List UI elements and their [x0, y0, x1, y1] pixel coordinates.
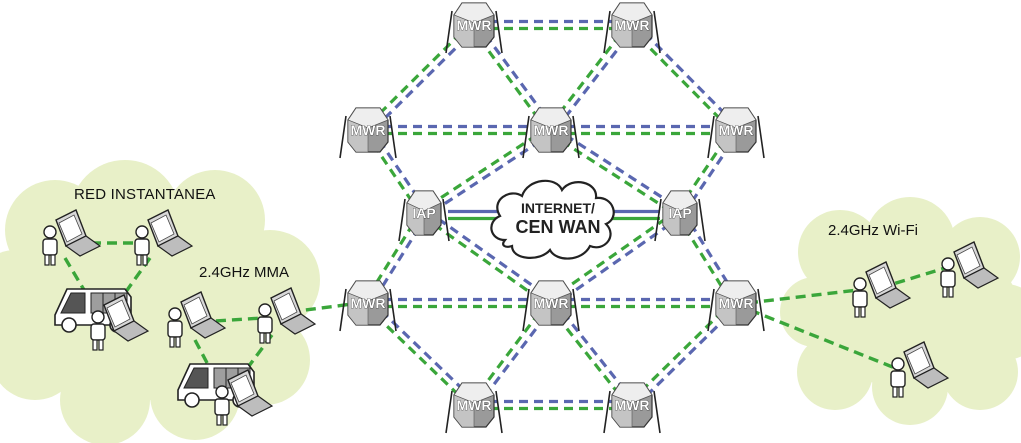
- mwr-router-icon: MWR: [339, 280, 397, 332]
- laptop-user-icon: [890, 341, 950, 398]
- cen-wan-label: CEN WAN: [515, 217, 601, 237]
- mesh-link-green: [421, 125, 550, 212]
- laptop-user-icon: [90, 294, 150, 351]
- laptop-user-icon: [167, 291, 227, 348]
- router-label: MWR: [457, 17, 492, 33]
- router-label: MWR: [615, 17, 650, 33]
- mesh-link-green: [628, 26, 735, 134]
- laptop-user-icon: [940, 241, 1000, 298]
- laptop-user-icon: [42, 209, 102, 266]
- mwr-router-icon: MWR: [522, 107, 580, 159]
- user-link: [289, 301, 361, 314]
- mesh-link-green: [421, 214, 550, 308]
- user-link: [749, 308, 896, 370]
- iap-router-icon: IAP: [654, 190, 706, 242]
- mesh-link-blue: [369, 299, 478, 404]
- mwr-router-icon: MWR: [445, 382, 503, 434]
- router-label: MWR: [534, 122, 569, 138]
- laptop-user-icon: [852, 261, 912, 318]
- mesh-link-green: [628, 299, 735, 404]
- router-label: MWR: [351, 295, 386, 311]
- user-link: [199, 316, 263, 324]
- laptop-user-icon: [257, 287, 317, 344]
- mesh-link-green: [548, 131, 679, 218]
- router-label: IAP: [668, 205, 691, 221]
- router-label: IAP: [412, 205, 435, 221]
- router-label: MWR: [457, 397, 492, 413]
- internet-cloud-icon: [490, 179, 615, 260]
- wifi-label: 2.4GHz Wi-Fi: [828, 222, 918, 239]
- mwr-router-icon: MWR: [603, 382, 661, 434]
- laptop-user-icon: [214, 369, 274, 426]
- mesh-link-blue: [369, 26, 478, 134]
- mesh-link-blue: [552, 125, 683, 212]
- mwr-router-icon: MWR: [522, 280, 580, 332]
- mesh-link-blue: [425, 208, 554, 302]
- mesh-link-blue: [425, 131, 554, 218]
- router-label: MWR: [351, 122, 386, 138]
- red-instantanea-label: RED INSTANTANEA: [74, 186, 216, 203]
- mwr-router-icon: MWR: [603, 2, 661, 54]
- iap-router-icon: IAP: [398, 190, 450, 242]
- mesh-link-blue: [633, 304, 740, 409]
- laptop-user-icon: [134, 209, 194, 266]
- mwr-router-icon: MWR: [339, 107, 397, 159]
- router-label: MWR: [719, 295, 754, 311]
- mwr-router-icon: MWR: [707, 107, 765, 159]
- user-link: [879, 266, 946, 290]
- router-label: MWR: [615, 397, 650, 413]
- mwr-router-icon: MWR: [707, 280, 765, 332]
- internet-label: INTERNET/: [521, 200, 595, 216]
- mma-label: 2.4GHz MMA: [199, 264, 290, 281]
- router-label: MWR: [719, 122, 754, 138]
- mesh-link-blue: [552, 214, 683, 308]
- mesh-link-green: [364, 304, 473, 409]
- user-link: [747, 288, 859, 305]
- mesh-link-green: [364, 21, 473, 129]
- mwr-router-icon: MWR: [445, 2, 503, 54]
- mesh-link-blue: [633, 21, 740, 129]
- mesh-link-green: [548, 208, 679, 302]
- router-label: MWR: [534, 295, 569, 311]
